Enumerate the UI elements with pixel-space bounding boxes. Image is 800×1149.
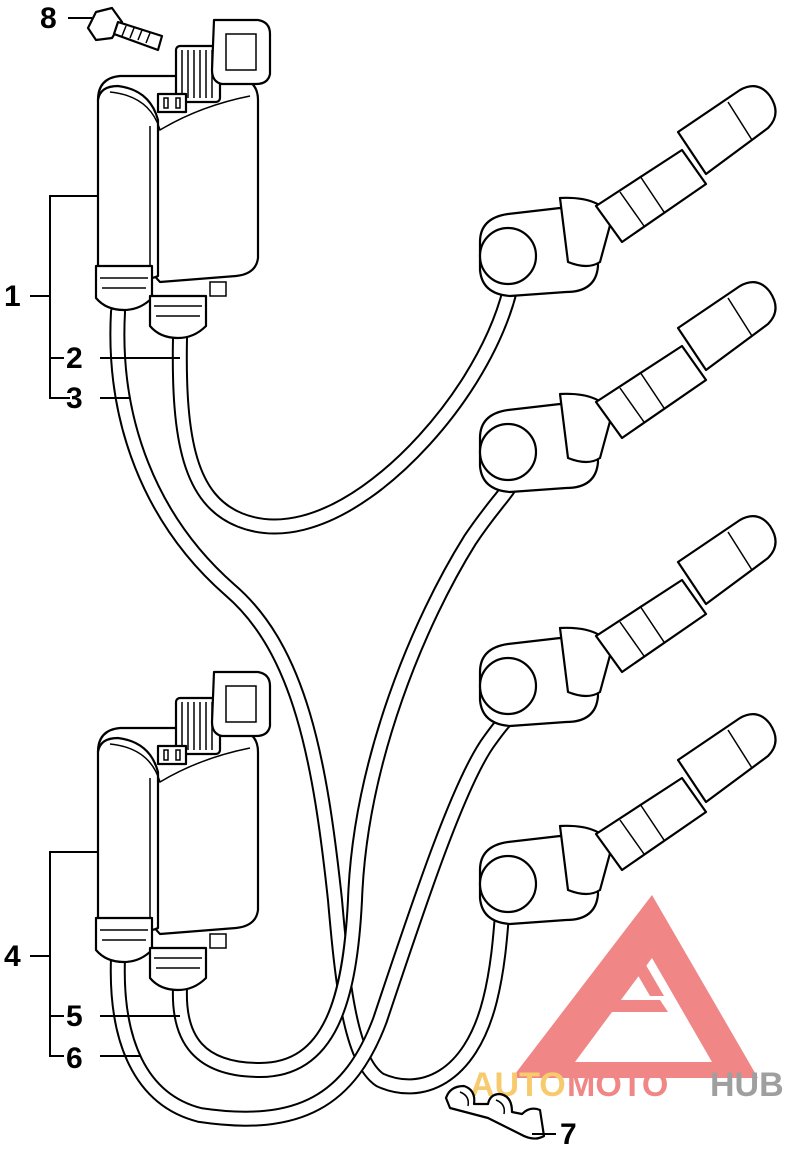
spark-plug-cap-1	[478, 85, 777, 298]
ht-leads	[109, 282, 518, 1127]
ignition-coil-upper	[94, 18, 272, 340]
callout-8: 8	[40, 2, 57, 35]
spark-plug-cap-3	[478, 515, 777, 728]
watermark-inner-mark	[604, 948, 668, 1012]
callout-labels: 8 1 2 3 4 5 6 7	[4, 2, 577, 1149]
ignition-coil-lower	[94, 670, 272, 992]
wire-clip-part	[444, 1084, 546, 1140]
watermark-moto-text: MOTO	[567, 1066, 668, 1104]
callout-2: 2	[66, 342, 83, 375]
callout-6: 6	[66, 1042, 83, 1075]
spark-plug-cap-4	[478, 713, 777, 926]
leader-lines	[30, 17, 556, 1135]
watermark-triangle	[512, 895, 758, 1078]
watermark-auto-text: AUTO	[470, 1066, 566, 1104]
callout-5: 5	[66, 1000, 83, 1033]
spark-plug-cap-2	[478, 281, 777, 494]
callout-3: 3	[66, 382, 83, 415]
callout-1: 1	[4, 280, 21, 313]
watermark-hub-text: HUB	[710, 1066, 784, 1104]
callout-7: 7	[560, 1118, 577, 1149]
callout-4: 4	[4, 940, 21, 973]
bolt-part	[86, 6, 164, 52]
watermark-logo: AUTO MOTO HUB	[470, 895, 784, 1104]
